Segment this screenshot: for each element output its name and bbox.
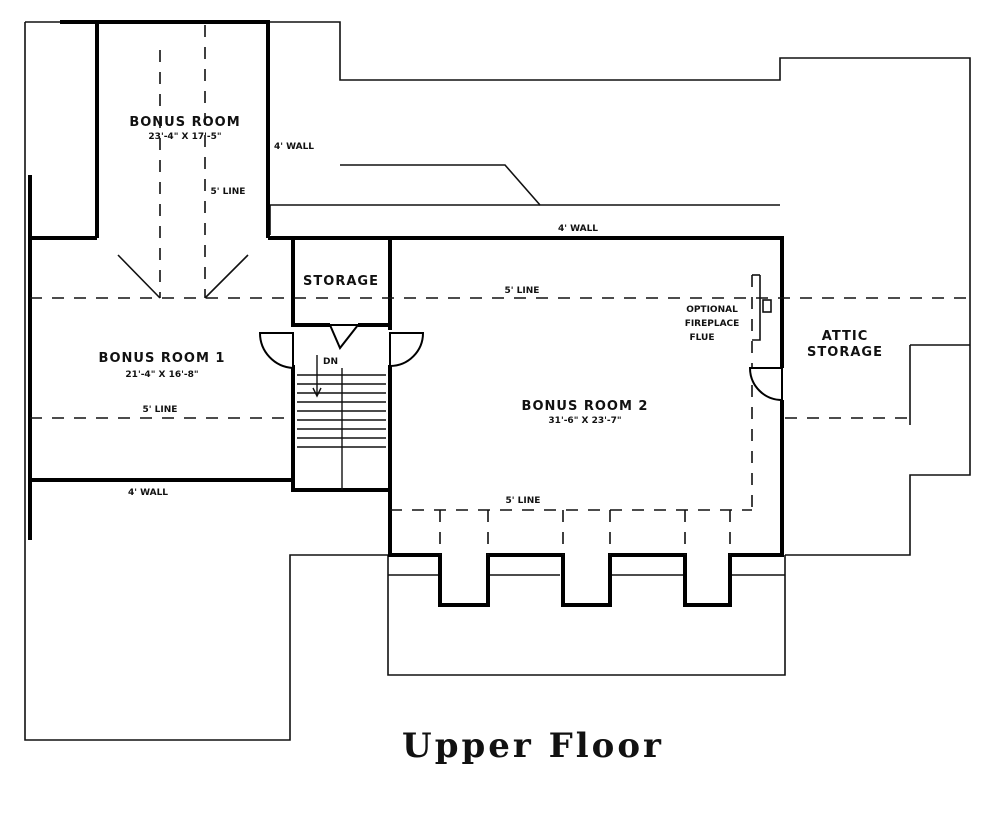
bonus-room-1-name: BONUS ROOM 1 [99, 351, 226, 366]
bonus-room-top-size: 23'-4" X 17'-5" [148, 132, 221, 142]
door-swing-right [389, 332, 425, 368]
storage-label: STORAGE [303, 274, 379, 289]
bonus-room-2-name: BONUS ROOM 2 [522, 399, 649, 414]
doors [258, 274, 783, 402]
stair-down-label: DN [323, 357, 338, 367]
line-note-room2: 5' LINE [506, 496, 541, 506]
fireplace-note-2: FIREPLACE [685, 319, 740, 329]
line-note-top-room: 5' LINE [211, 187, 246, 197]
walls [28, 20, 784, 607]
wall-note-left: 4' WALL [128, 488, 168, 498]
attic-storage-line2: STORAGE [807, 345, 883, 360]
line-note-room1: 5' LINE [143, 405, 178, 415]
plan-title: Upper Floor [402, 726, 664, 766]
line-note-mid: 5' LINE [505, 286, 540, 296]
bonus-room-2-size: 31'-6" X 23'-7" [548, 416, 621, 426]
wall-note-mid: 4' WALL [558, 224, 598, 234]
door-swing-left [258, 332, 294, 370]
fireplace-note-3: FLUE [689, 333, 714, 343]
stairs [297, 355, 386, 490]
bonus-room-top-name: BONUS ROOM [129, 115, 240, 130]
fireplace-note-1: OPTIONAL [686, 305, 738, 315]
attic-storage-line1: ATTIC [822, 329, 868, 344]
wall-note-top: 4' WALL [274, 142, 314, 152]
door-attic [748, 367, 783, 402]
stair-arrow-head [312, 387, 322, 398]
ceiling-lines [30, 25, 970, 555]
door-storage [328, 324, 361, 350]
bonus-room-1-size: 21'-4" X 16'-8" [125, 370, 198, 380]
